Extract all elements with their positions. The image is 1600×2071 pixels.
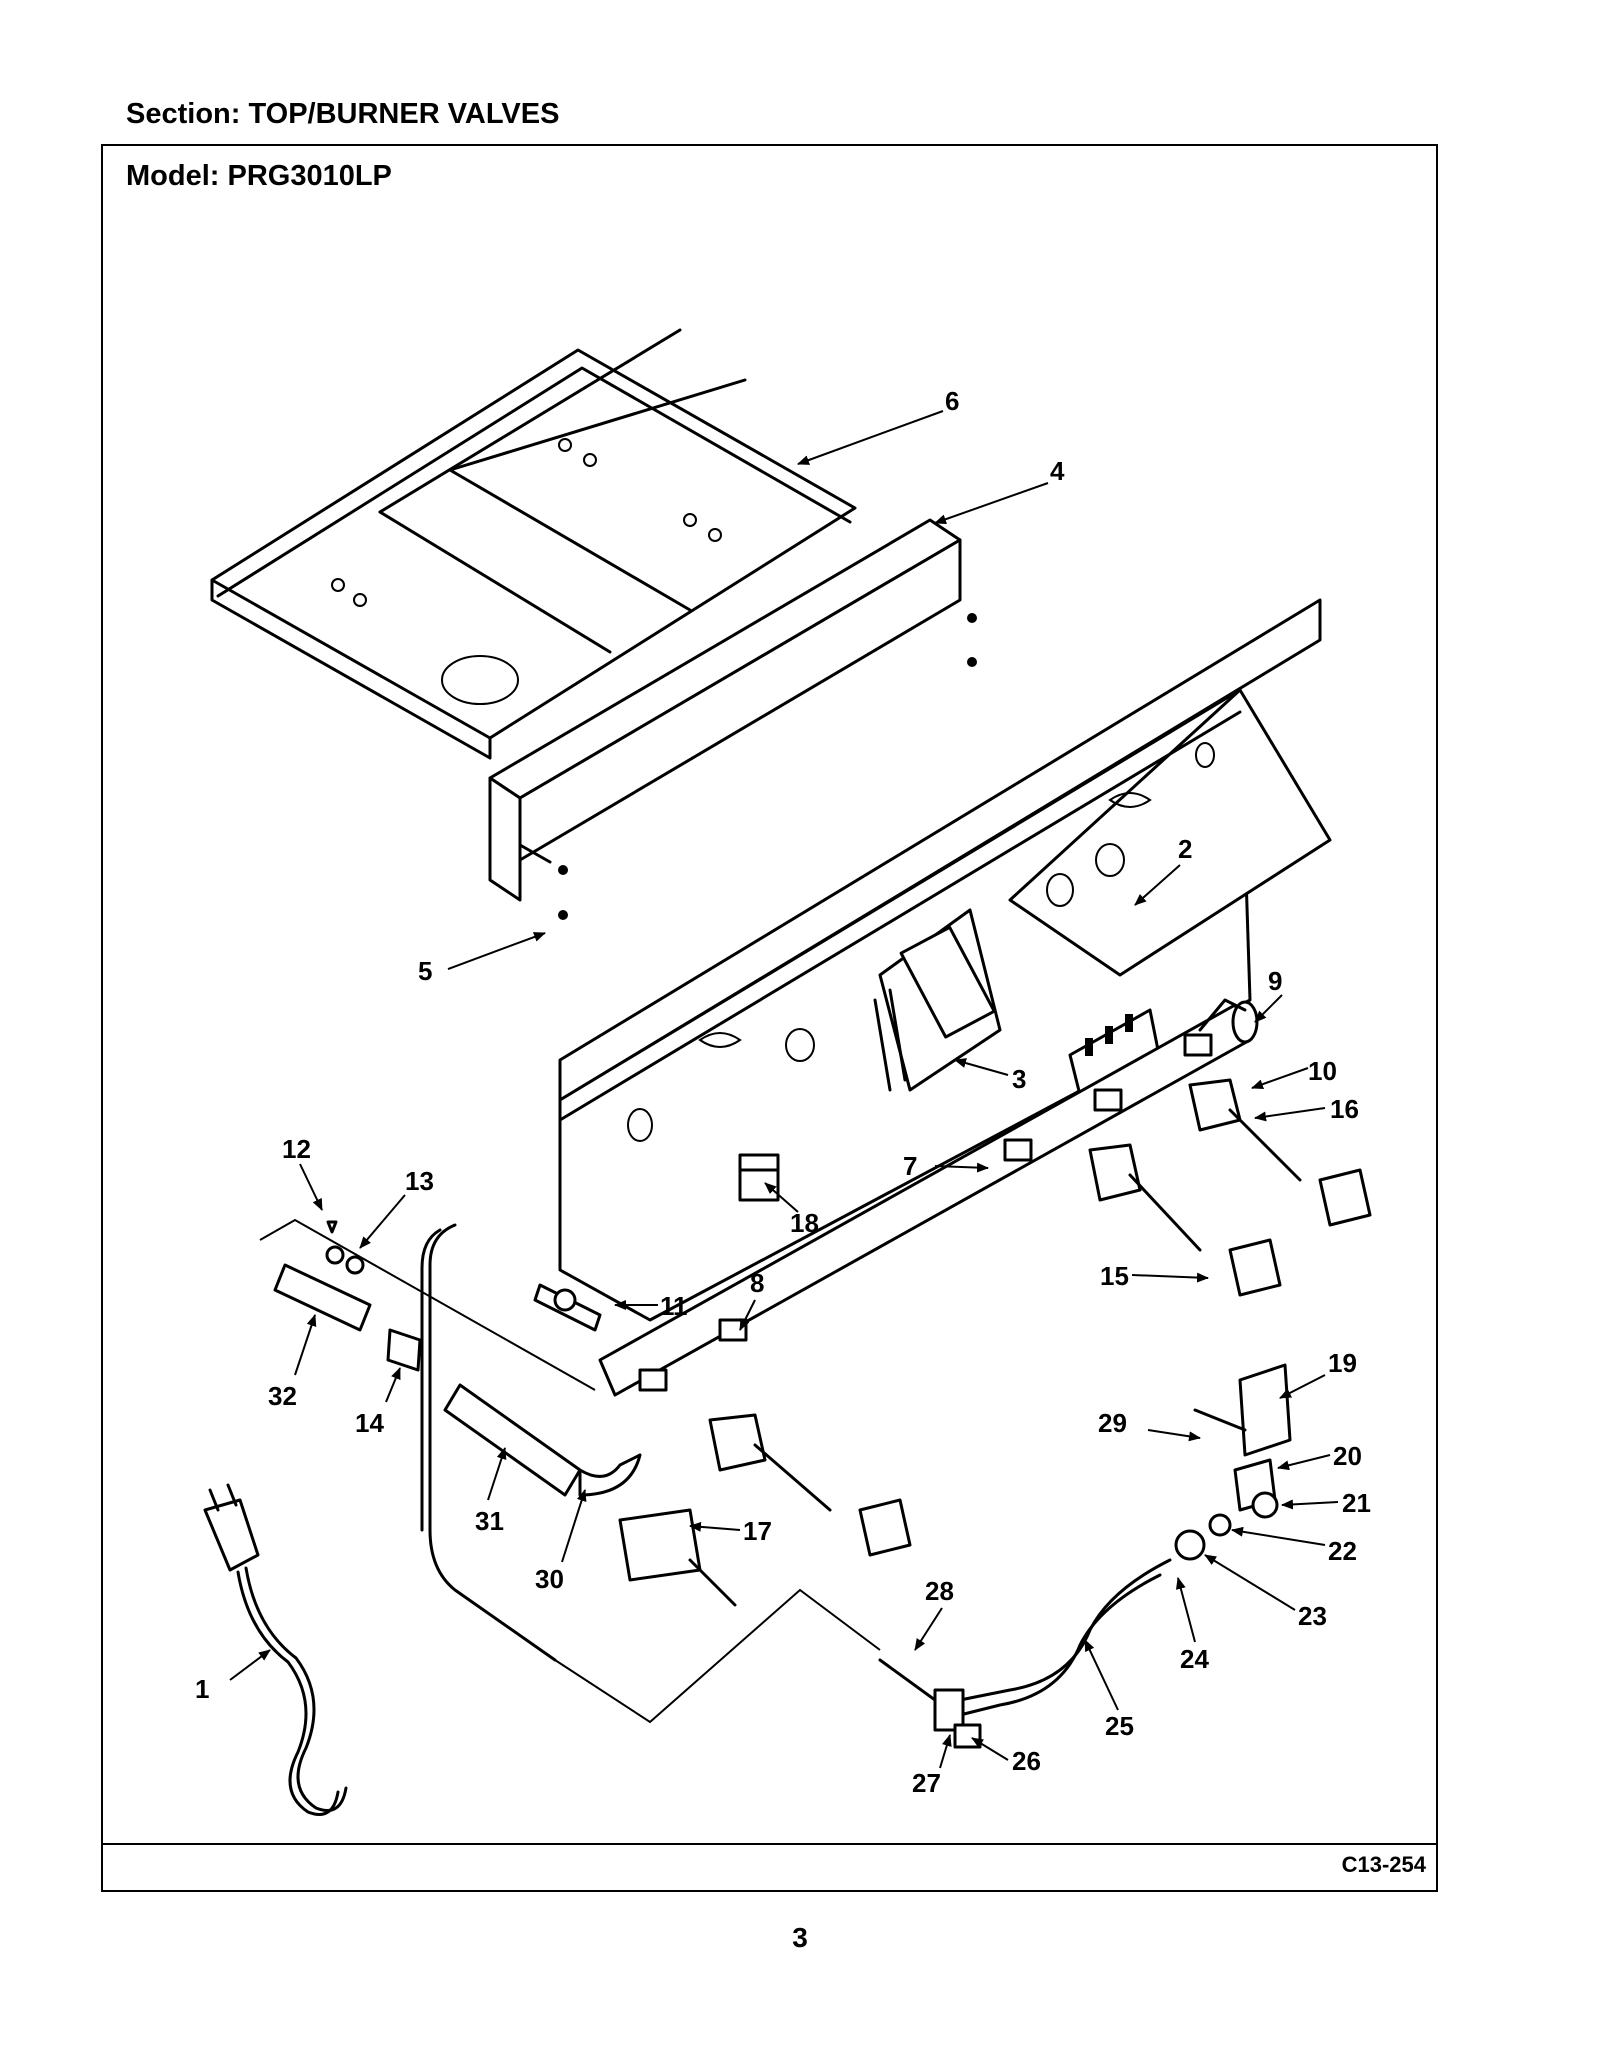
leader-12 <box>299 1163 323 1211</box>
callout-28: 28 <box>925 1576 954 1606</box>
leader-18 <box>764 1182 799 1213</box>
leader-16 <box>1254 1107 1326 1122</box>
leader-31 <box>487 1447 507 1501</box>
callout-29: 29 <box>1098 1408 1127 1438</box>
callout-1: 1 <box>195 1674 209 1704</box>
leader-1 <box>229 1649 271 1681</box>
callout-8: 8 <box>750 1268 764 1298</box>
part-top-panel <box>210 328 857 760</box>
callout-6: 6 <box>945 386 959 416</box>
callout-2: 2 <box>1178 834 1192 864</box>
leader-19 <box>1279 1374 1326 1399</box>
leader-3 <box>954 1058 1009 1076</box>
callout-26: 26 <box>1012 1746 1041 1776</box>
leader-29 <box>1147 1429 1201 1442</box>
callout-4: 4 <box>1050 456 1065 486</box>
leader-2 <box>1134 864 1181 906</box>
model-title: Model: PRG3010LP <box>126 160 392 192</box>
leader-9 <box>1254 994 1283 1023</box>
leader-8 <box>739 1299 756 1331</box>
page-number: 3 <box>792 1922 808 1953</box>
leader-17 <box>689 1521 741 1532</box>
callout-19: 19 <box>1328 1348 1357 1378</box>
callout-leader-lines <box>229 410 1339 1769</box>
section-title: Section: TOP/BURNER VALVES <box>126 98 560 130</box>
part-screws <box>558 613 977 920</box>
leader-22 <box>1231 1526 1326 1546</box>
callout-31: 31 <box>475 1506 504 1536</box>
callout-18: 18 <box>790 1208 819 1238</box>
leader-30 <box>561 1489 587 1563</box>
footer-divider <box>101 1843 1438 1845</box>
callout-15: 15 <box>1100 1261 1129 1291</box>
part-power-cord <box>203 1483 348 1816</box>
leader-15 <box>1131 1272 1209 1283</box>
diagram-frame <box>101 144 1438 1892</box>
leader-14 <box>385 1367 401 1403</box>
part-flex-hose <box>420 1223 881 1724</box>
part-oven-valve-assembly <box>878 1363 1292 1749</box>
leader-20 <box>1277 1454 1331 1471</box>
leader-6 <box>797 410 944 465</box>
callout-14: 14 <box>355 1408 384 1438</box>
leader-28 <box>914 1607 943 1651</box>
callout-5: 5 <box>418 956 432 986</box>
drawing-code: C13-254 <box>1341 1852 1426 1877</box>
part-spark-switch <box>738 1153 780 1202</box>
callout-12: 12 <box>282 1134 311 1164</box>
part-pipe-elbow <box>443 1383 642 1497</box>
callout-24: 24 <box>1180 1644 1209 1674</box>
leader-21 <box>1281 1499 1339 1510</box>
callout-7: 7 <box>903 1151 917 1181</box>
callout-13: 13 <box>405 1166 434 1196</box>
part-flex-fitting <box>533 1283 602 1332</box>
callout-22: 22 <box>1328 1536 1357 1566</box>
part-front-trim <box>488 518 962 902</box>
part-ignition-module <box>873 908 1002 1092</box>
leader-7 <box>934 1162 989 1173</box>
callout-3: 3 <box>1012 1064 1026 1094</box>
leader-25 <box>1084 1639 1119 1711</box>
leader-27 <box>939 1734 952 1769</box>
leader-24 <box>1175 1577 1196 1643</box>
callout-23: 23 <box>1298 1601 1327 1631</box>
callout-30: 30 <box>535 1564 564 1594</box>
callout-10: 10 <box>1308 1056 1337 1086</box>
callout-21: 21 <box>1342 1488 1371 1518</box>
part-manifold-pipe <box>598 998 1259 1397</box>
leader-4 <box>934 482 1049 525</box>
callout-9: 9 <box>1268 966 1282 996</box>
callout-11: 11 <box>660 1291 688 1321</box>
callout-27: 27 <box>912 1768 941 1798</box>
leader-23 <box>1204 1554 1296 1611</box>
leader-5 <box>447 932 546 970</box>
callout-16: 16 <box>1330 1094 1359 1124</box>
callout-17: 17 <box>743 1516 772 1546</box>
callout-20: 20 <box>1333 1441 1362 1471</box>
callout-25: 25 <box>1105 1711 1134 1741</box>
callout-32: 32 <box>268 1381 297 1411</box>
part-burner-valves <box>618 1078 1372 1607</box>
leader-26 <box>971 1737 1009 1761</box>
part-regulator-fittings <box>259 1218 596 1391</box>
leader-13 <box>359 1194 406 1249</box>
leader-32 <box>294 1314 317 1376</box>
callout-numbers: 1 2 3 4 5 6 7 8 9 10 11 12 13 14 15 16 1… <box>195 386 1371 1798</box>
leader-10 <box>1251 1067 1309 1090</box>
